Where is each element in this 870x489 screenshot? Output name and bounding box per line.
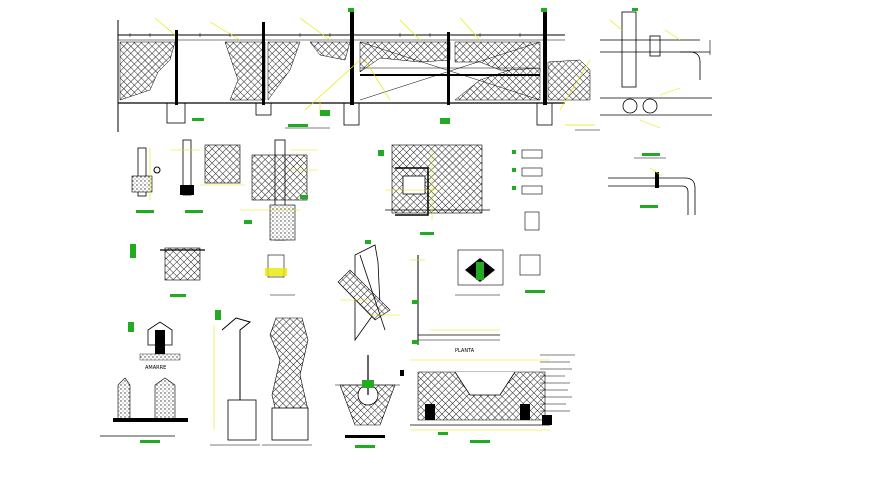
bolt-detail-list — [512, 149, 545, 293]
mesh-panel-small — [200, 144, 245, 186]
gate-hinge-detail — [378, 144, 490, 235]
planta-label: PLANTA — [455, 348, 475, 354]
foundation-footings — [100, 377, 188, 443]
post-base-detail — [170, 139, 203, 213]
post-clamp-detail — [600, 8, 711, 88]
amarre-label: AMARRE — [145, 365, 166, 371]
inclined-brace-detail — [337, 240, 400, 342]
fence-elevation — [117, 8, 600, 132]
anchor-plate-detail — [131, 147, 161, 213]
notes-block — [540, 354, 575, 425]
pipe-section-detail — [600, 87, 712, 159]
bent-post-elevation — [210, 310, 260, 446]
bent-rod-detail — [608, 167, 696, 215]
gate-roller-section — [335, 355, 400, 448]
amarre-detail: AMARRE — [128, 321, 181, 371]
wire-tie-detail — [130, 244, 205, 297]
mesh-column-elevation — [262, 317, 312, 446]
column-cap-detail — [455, 249, 504, 296]
planta-channel-section: PLANTA — [400, 348, 550, 443]
post-elevation-detail — [410, 255, 500, 345]
footing-section-detail — [240, 139, 318, 296]
